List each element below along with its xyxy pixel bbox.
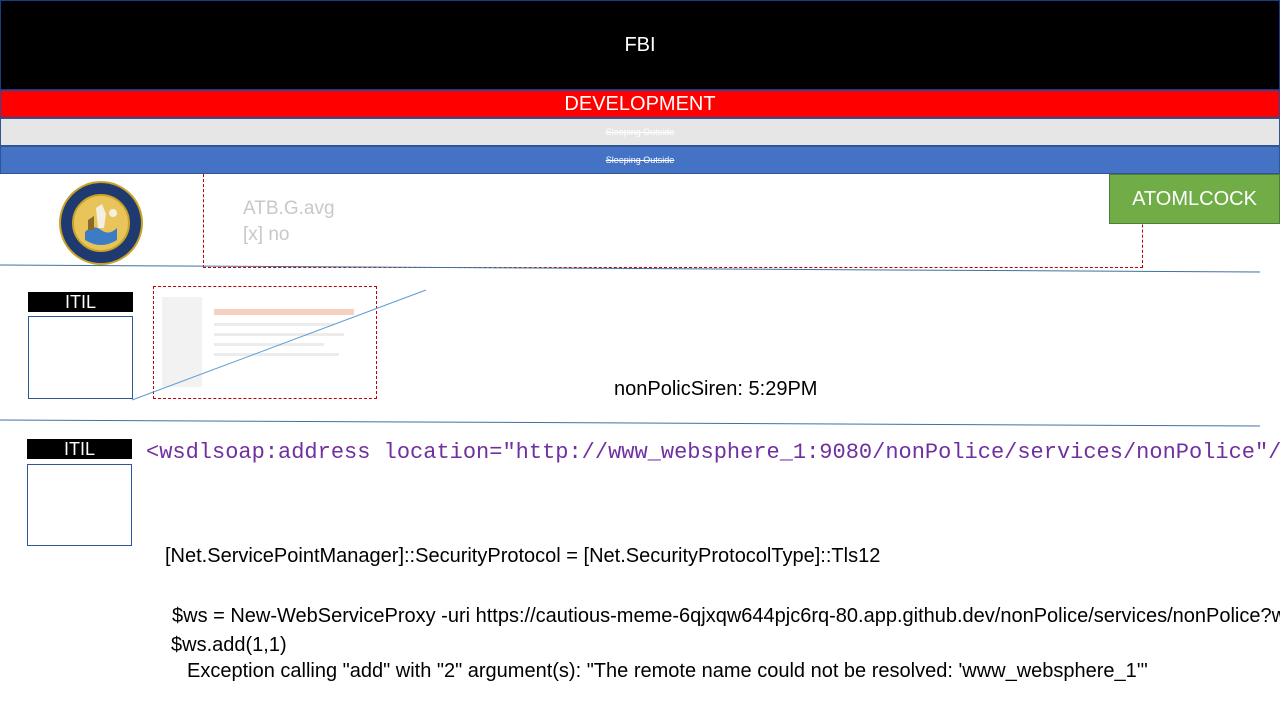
banner-title: FBI bbox=[624, 33, 656, 56]
california-corrections-seal-icon bbox=[59, 181, 143, 265]
atomlcock-label: ATOMLCOCK bbox=[1132, 187, 1257, 210]
code-line-web-service-proxy: $ws = New-WebServiceProxy -uri https://c… bbox=[172, 605, 1280, 627]
itil-label-2: ITIL bbox=[27, 439, 132, 459]
strikethrough-banner-gray: Sleeping Outside bbox=[0, 118, 1280, 146]
code-line-ws-add: $ws.add(1,1) bbox=[171, 634, 287, 656]
divider-line-bottom bbox=[0, 419, 1261, 427]
connector-line bbox=[131, 289, 427, 401]
itil-panel-1[interactable] bbox=[28, 316, 133, 399]
screenshot-thumbnail[interactable] bbox=[153, 286, 377, 399]
classification-banner-development: DEVELOPMENT bbox=[0, 90, 1280, 118]
strikethrough-banner-blue: Sleeping Outside bbox=[0, 146, 1280, 174]
code-line-exception: Exception calling "add" with "2" argumen… bbox=[187, 660, 1148, 682]
faded-note-line2: [x] no bbox=[243, 224, 290, 245]
divider-line-top bbox=[0, 264, 1261, 273]
itil-label-text: ITIL bbox=[63, 438, 95, 459]
thumbnail-row bbox=[214, 353, 339, 356]
siren-clock: nonPolicSiren: 5:29PM bbox=[614, 378, 818, 400]
thumbnail-row bbox=[214, 333, 344, 336]
thumbnail-header bbox=[214, 309, 354, 315]
classification-banner-fbi: FBI bbox=[0, 0, 1280, 90]
banner-label: Sleeping Outside bbox=[605, 127, 675, 137]
code-line-security-protocol: [Net.ServicePointManager]::SecurityProto… bbox=[165, 545, 881, 567]
thumbnail-row bbox=[214, 323, 334, 326]
faded-note-line1: ATB.G.avg bbox=[243, 198, 335, 219]
faded-note-frame bbox=[203, 174, 1143, 268]
itil-label-text: ITIL bbox=[64, 291, 96, 312]
atomlcock-button[interactable]: ATOMLCOCK bbox=[1109, 174, 1280, 224]
banner-label: DEVELOPMENT bbox=[564, 92, 716, 115]
thumbnail-row bbox=[214, 343, 324, 346]
thumbnail-sidebar bbox=[162, 297, 202, 387]
banner-label: Sleeping Outside bbox=[605, 155, 675, 165]
wsdl-address-line: <wsdlsoap:address location="http://www_w… bbox=[146, 440, 1280, 465]
itil-label-1: ITIL bbox=[28, 292, 133, 312]
faded-note: ATB.G.avg [x] no bbox=[243, 196, 335, 248]
itil-panel-2[interactable] bbox=[27, 464, 132, 546]
